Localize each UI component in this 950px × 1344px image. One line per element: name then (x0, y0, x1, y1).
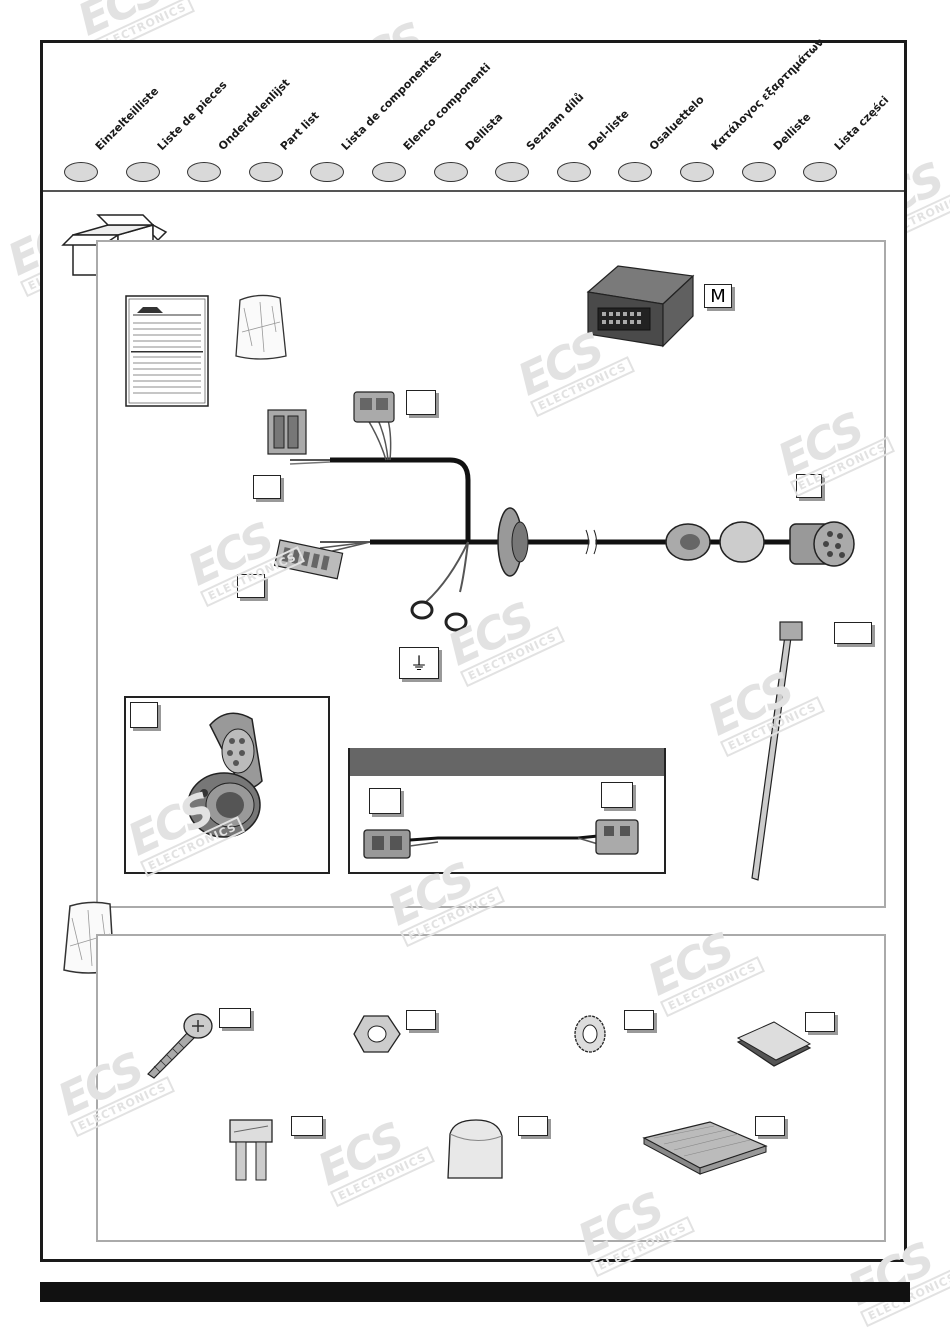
header-divider (43, 190, 904, 192)
language-checkbox[interactable] (618, 162, 653, 182)
part-label-box (237, 574, 265, 598)
part-label-box (624, 1010, 654, 1030)
language-checkbox[interactable] (433, 162, 468, 182)
protective-cap-icon (447, 1119, 503, 1179)
part-label-box (406, 390, 436, 415)
language-checkbox[interactable] (803, 162, 838, 182)
plastic-bag-icon (235, 294, 287, 360)
language-checkbox[interactable] (310, 162, 345, 182)
language-checkbox[interactable] (556, 162, 591, 182)
adhesive-pad-icon (736, 1021, 812, 1067)
lock-washer-icon (574, 1015, 606, 1053)
part-label-box (834, 622, 872, 644)
nut-icon (353, 1015, 401, 1053)
language-checkbox[interactable] (680, 162, 714, 182)
part-label-box (253, 475, 281, 499)
trailer-socket-icon (187, 712, 263, 838)
language-checkbox[interactable] (248, 162, 283, 182)
instruction-sheet-icon (125, 295, 209, 407)
part-label-box (601, 782, 633, 808)
part-label-box (805, 1012, 835, 1032)
part-label-box (369, 788, 401, 814)
language-checkbox[interactable] (372, 162, 406, 182)
module-label-box: M (704, 284, 732, 308)
part-label-box (130, 702, 158, 728)
language-checkbox[interactable] (187, 162, 222, 182)
module-label: M (710, 285, 726, 307)
part-label-box (219, 1008, 251, 1028)
language-checkbox[interactable] (125, 162, 160, 182)
part-label-box (755, 1116, 785, 1136)
language-checkbox[interactable] (64, 162, 98, 182)
fuse-icon (229, 1119, 273, 1181)
wiring-harness-icon (267, 391, 855, 632)
cable-tie-icon (751, 621, 803, 881)
language-checkbox[interactable] (495, 162, 530, 182)
ground-label-box: ⏚ (399, 647, 439, 679)
control-module-icon (586, 265, 695, 348)
adapter-header-bar (350, 748, 664, 776)
language-checkbox[interactable] (741, 162, 776, 182)
part-label-box (406, 1010, 436, 1030)
felt-pad-icon (642, 1121, 768, 1175)
footer-bar (40, 1282, 910, 1302)
ground-symbol-icon: ⏚ (410, 654, 428, 675)
part-label-box (291, 1116, 323, 1136)
hardware-panel (96, 934, 886, 1242)
adapter-cable-icon (363, 819, 639, 859)
part-label-box (796, 474, 822, 498)
screw-icon (147, 1013, 213, 1079)
part-label-box (518, 1116, 548, 1136)
